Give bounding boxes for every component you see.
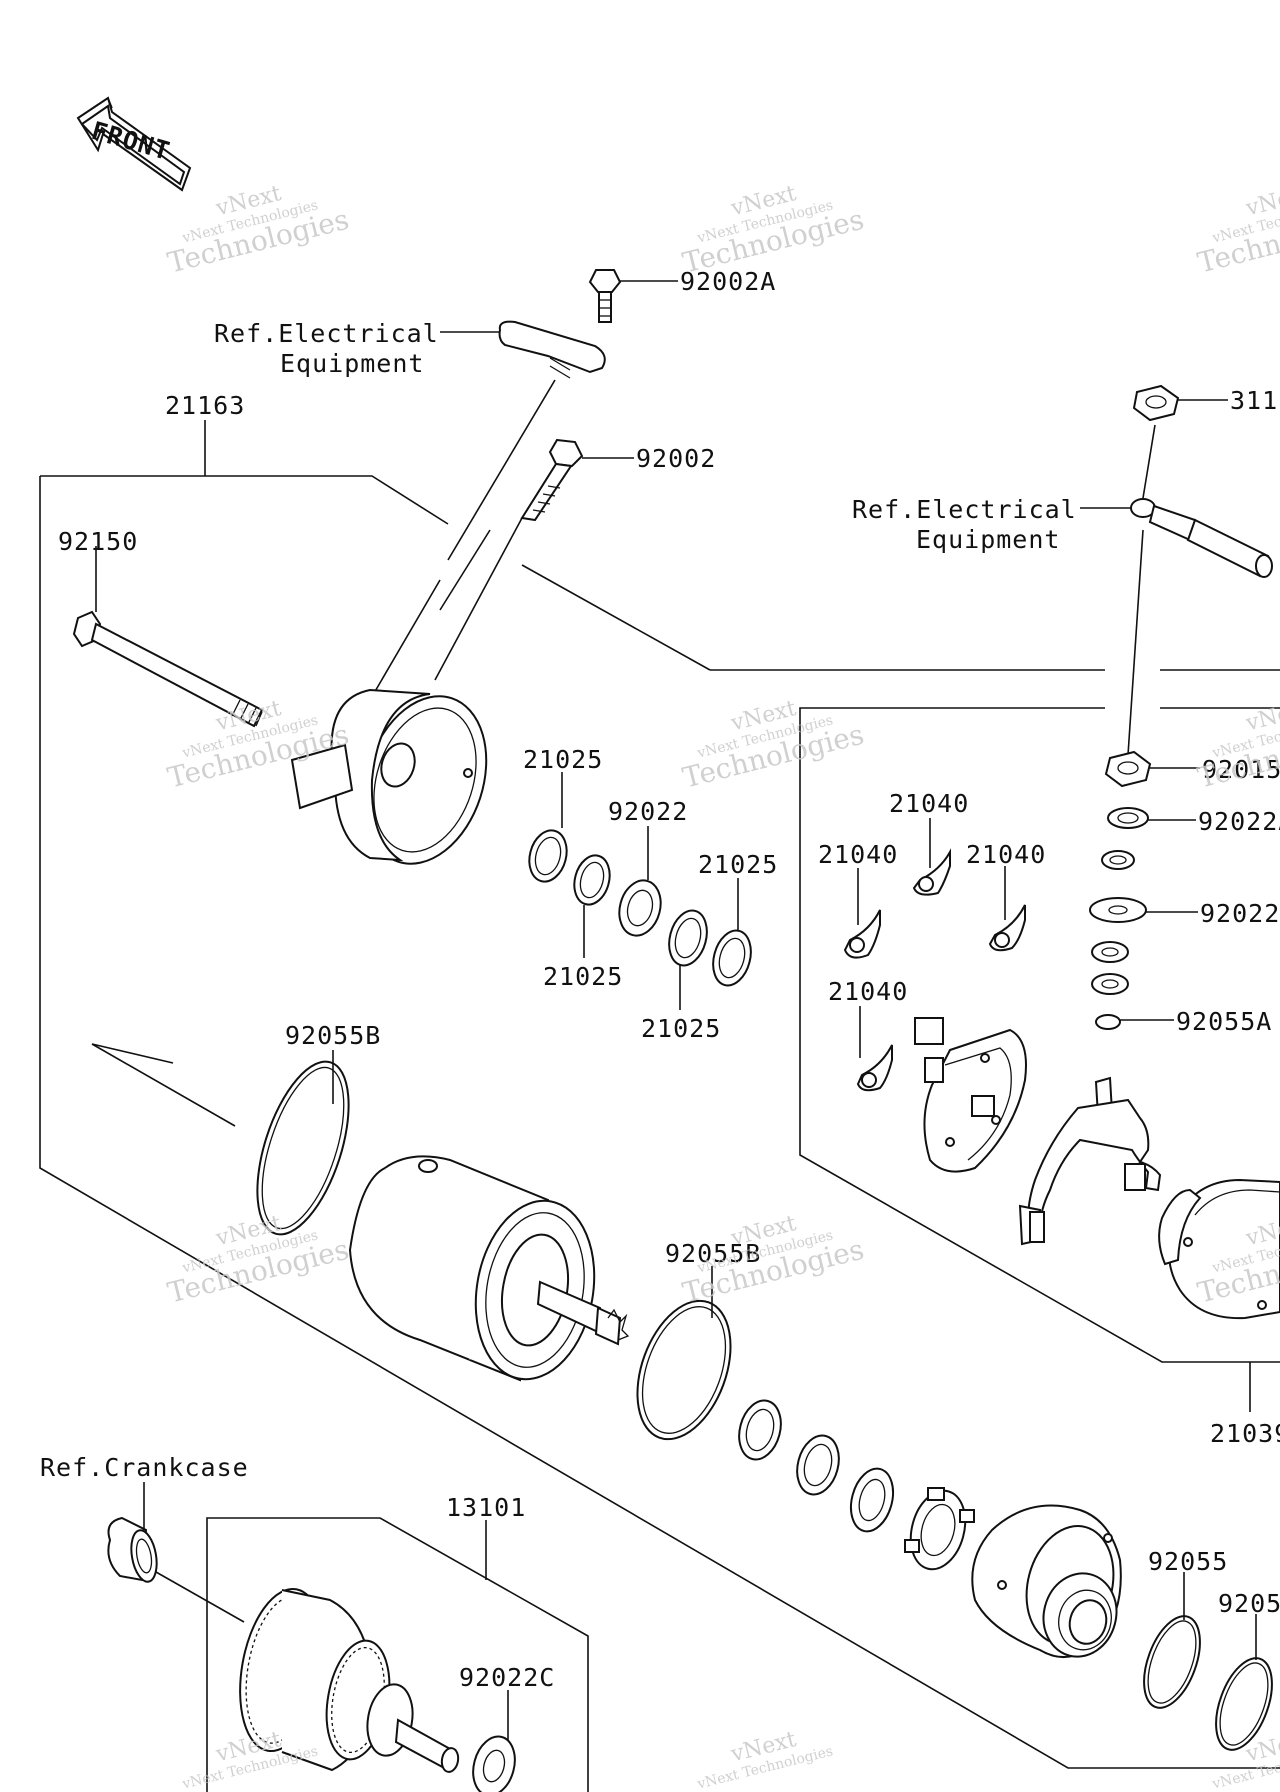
washer-21025-b-icon (573, 854, 611, 906)
oring-92055B-b-icon (636, 1299, 732, 1441)
label-21040-a: 21040 (818, 840, 898, 869)
starter-gear-icon (239, 1587, 460, 1773)
oring-92055-icon (1143, 1615, 1201, 1709)
front-label: FRONT (88, 116, 173, 166)
washer-21025-c-icon (668, 909, 708, 967)
brush-spring-21040-b-icon (912, 848, 951, 896)
label-92022-right: 92022 (1200, 899, 1280, 928)
washer-small-b-icon (1091, 941, 1129, 963)
rear-cover-icon (290, 688, 488, 865)
washer-21025-d-icon (712, 929, 752, 987)
washer-shaft-c-icon (849, 1467, 895, 1533)
washer-92022-right-icon (1089, 897, 1147, 923)
ref-electrical-1b: Equipment (280, 349, 424, 378)
label-92015: 92015 (1202, 755, 1280, 784)
nut-92015-icon (1104, 750, 1152, 788)
front-cover-icon (1158, 1178, 1280, 1320)
ref-electrical-2a: Ref.Electrical (852, 495, 1077, 524)
washer-small-a-icon (1101, 850, 1135, 870)
assembly-outline-21163 (39, 476, 1280, 1769)
motor-yoke-icon (348, 1155, 630, 1382)
nut-311-icon (1132, 384, 1180, 422)
washer-small-c-icon (1091, 973, 1129, 995)
label-21040-c: 21040 (966, 840, 1046, 869)
washer-92022A-icon (1107, 807, 1149, 829)
assembly-outline-13101 (206, 1517, 589, 1792)
guide-line-b (91, 1043, 236, 1127)
bolt-92002A-icon (588, 269, 622, 323)
label-311: 311 (1230, 386, 1278, 415)
washer-21025-a-icon (528, 829, 568, 883)
front-bracket-icon (971, 1504, 1122, 1658)
outline-21039-body (799, 707, 1280, 1363)
label-21025-d: 21025 (698, 850, 778, 879)
brush-terminal-fork-icon (1018, 1076, 1162, 1246)
label-92022A: 92022A (1198, 807, 1280, 836)
washer-shaft-b-icon (796, 1434, 840, 1496)
lock-plate-icon (904, 1487, 975, 1571)
label-13101: 13101 (446, 1493, 526, 1522)
washer-shaft-a-icon (738, 1399, 782, 1461)
label-92002: 92002 (636, 444, 716, 473)
oring-92055B-a-icon (256, 1060, 350, 1236)
label-21025-b: 21025 (543, 962, 623, 991)
brush-holder-plate-icon (914, 1017, 1027, 1173)
brush-spring-21040-c-icon (988, 904, 1026, 952)
front-arrow-icon: FRONT (76, 96, 192, 192)
washer-92022C-icon (472, 1735, 516, 1792)
guide-line-a (91, 1043, 174, 1064)
ref-electrical-2b: Equipment (916, 525, 1060, 554)
label-92150: 92150 (58, 527, 138, 556)
outline-top-edge (40, 475, 449, 525)
label-92055B-b: 92055B (665, 1239, 761, 1268)
label-92022: 92022 (608, 797, 688, 826)
label-92055A: 92055A (1176, 1007, 1272, 1036)
cable-clamp-icon (498, 320, 606, 379)
ref-electrical-1a: Ref.Electrical (214, 319, 439, 348)
label-9205: 9205 (1218, 1589, 1280, 1618)
brush-spring-21040-d-icon (856, 1044, 893, 1092)
label-21025-a: 21025 (523, 745, 603, 774)
washer-92022-icon (618, 879, 662, 937)
ref-crankcase: Ref.Crankcase (40, 1453, 249, 1482)
label-92022C: 92022C (459, 1663, 555, 1692)
oring-92055A-icon (1095, 1014, 1121, 1030)
label-92055B-a: 92055B (285, 1021, 381, 1050)
label-21025-c: 21025 (641, 1014, 721, 1043)
label-92055: 92055 (1148, 1547, 1228, 1576)
bushing-icon (107, 1516, 158, 1583)
label-21163: 21163 (165, 391, 245, 420)
label-21040-b: 21040 (889, 789, 969, 818)
oring-9205-icon (1215, 1657, 1273, 1751)
long-bolt-92150-icon (72, 610, 264, 728)
bolt-92002-icon (520, 438, 584, 522)
brush-spring-21040-a-icon (843, 909, 881, 959)
label-21040-d: 21040 (828, 977, 908, 1006)
label-92002A: 92002A (680, 267, 776, 296)
outline-diag-edge (521, 564, 711, 671)
cable-terminal-icon (1130, 498, 1273, 578)
